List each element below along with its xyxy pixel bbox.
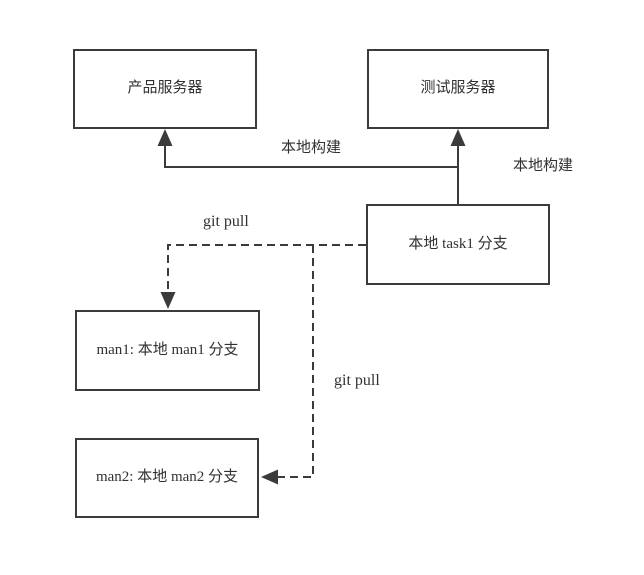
node-product-server-label: 产品服务器 <box>127 80 203 97</box>
node-test-server-label: 测试服务器 <box>420 80 496 97</box>
edge-label-pull-to-man2: git pull <box>332 372 382 390</box>
node-test-server: 测试服务器 <box>367 49 549 129</box>
node-man2-branch-label: man2: 本地 man2 分支 <box>95 469 239 486</box>
edge-label-pull-to-man1: git pull <box>201 213 251 231</box>
node-man1-branch-label: man1: 本地 man1 分支 <box>96 341 239 358</box>
arrowhead-left-man2 <box>261 469 278 485</box>
edge-label-build-to-product: 本地构建 <box>279 136 344 157</box>
arrowhead-up-test-server <box>450 129 466 146</box>
edge-pull-man2 <box>278 245 314 478</box>
node-task1-branch-label: 本地 task1 分支 <box>408 235 508 252</box>
arrowhead-down-man1 <box>160 292 176 309</box>
node-task1-branch: 本地 task1 分支 <box>366 204 550 285</box>
edge-label-build-to-test: 本地构建 <box>511 154 576 175</box>
node-product-server: 产品服务器 <box>73 49 257 129</box>
edge-pull-man1 <box>167 244 366 294</box>
arrowhead-up-product-server <box>157 129 173 146</box>
node-man1-branch: man1: 本地 man1 分支 <box>75 310 260 391</box>
node-man2-branch: man2: 本地 man2 分支 <box>75 438 259 518</box>
